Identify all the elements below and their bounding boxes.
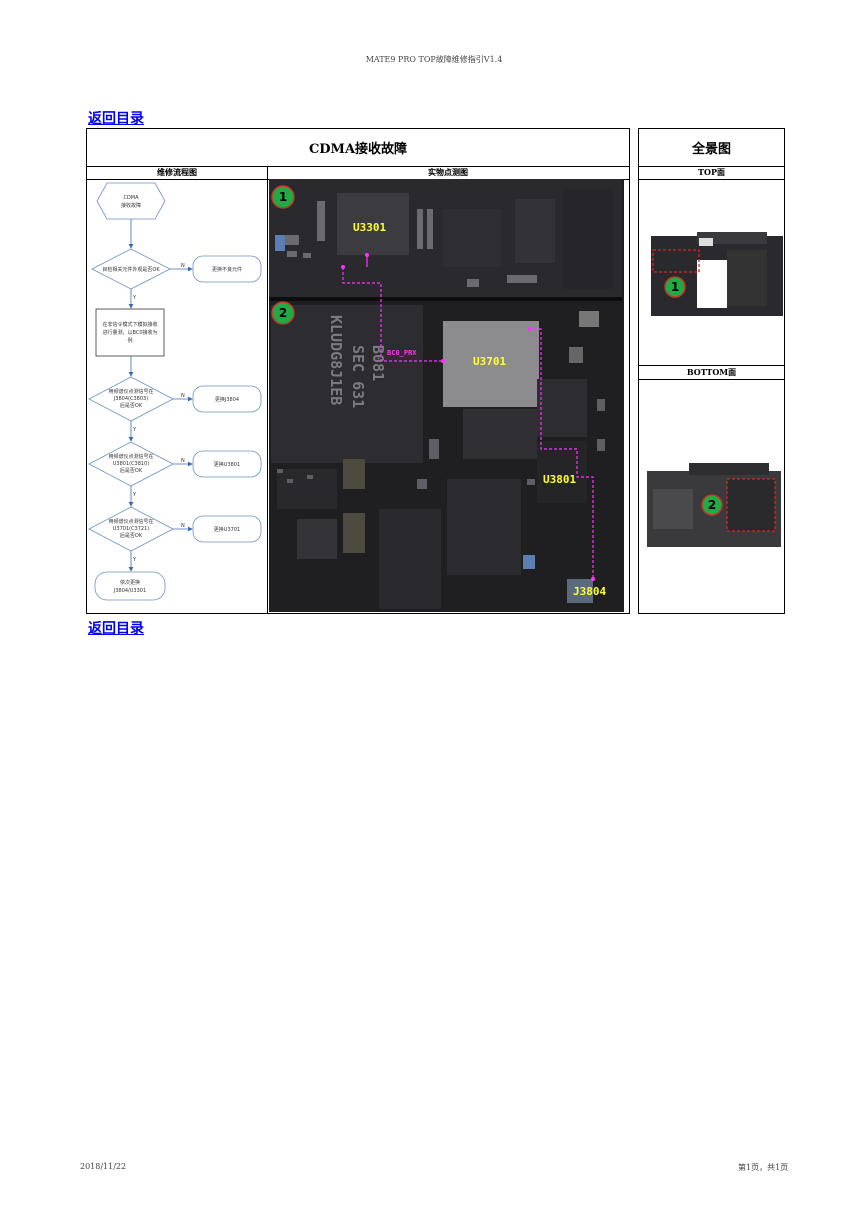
photo-marker-1-icon — [271, 185, 295, 209]
flow-yes-label-5: Y — [132, 557, 137, 563]
photo-header: 实物点测图 — [267, 166, 629, 180]
flow-end-node — [94, 571, 166, 601]
overview-title: 全景图 — [639, 129, 784, 167]
chip-label-u3301: U3301 — [353, 221, 386, 234]
board-photo-cell: KLUDG8J1EB SEC 631 B081 BC0_PRX U3301 U3… — [267, 179, 629, 613]
flowchart-header: 维修流程图 — [87, 166, 268, 180]
footer-date: 2018/11/22 — [80, 1162, 127, 1171]
flow-start-text-1: CDMA — [123, 195, 139, 201]
flow-action-5 — [192, 515, 262, 543]
repair-flowchart: N Y N Y N Y N Y CDMA 接收故障 目检相关元件外观是否OK 更… — [88, 182, 262, 601]
flow-action-1-text: 更换不良元件 — [212, 266, 242, 273]
chip-label-u3701: U3701 — [473, 355, 506, 368]
back-to-contents-link-top[interactable]: 返回目录 — [88, 111, 144, 127]
board-photo: KLUDG8J1EB SEC 631 B081 BC0_PRX U3301 U3… — [269, 179, 624, 612]
flow-process-2-text-1: 在非信令模式下模拟接收 — [102, 321, 157, 328]
photo-marker-1-text: 1 — [279, 190, 287, 204]
chip-label-j3804: J3804 — [573, 585, 606, 598]
photo-marker-2-text: 2 — [279, 306, 287, 320]
flow-decision-1-text: 目检相关元件外观是否OK — [102, 266, 160, 273]
flowchart-cell: N Y N Y N Y N Y CDMA 接收故障 目检相关元件外观是否OK 更… — [87, 179, 268, 613]
document-header: MATE9 PRO TOP故障维修指引V1.4 — [365, 55, 503, 64]
flow-decision-3-text-2: J3804(C3803) — [113, 396, 148, 402]
flow-action-4-text: 更换U3801 — [214, 461, 240, 468]
chip-label-u3801: U3801 — [543, 473, 576, 486]
flow-start-text-2: 接收故障 — [121, 202, 141, 209]
flow-action-5-text: 更换U3701 — [214, 526, 240, 533]
overview-table: 全景图 TOP面 1 BOTTOM面 2 — [638, 128, 785, 614]
flow-yes-label-3: Y — [132, 427, 137, 433]
repair-guide-table: CDMA接收故障 维修流程图 实物点测图 — [86, 128, 630, 614]
flow-no-label-5: N — [181, 523, 185, 529]
flow-end-text-2: J3804/U3301 — [113, 588, 146, 594]
top-marker-text: 1 — [671, 280, 679, 294]
back-to-contents-link-bottom[interactable]: 返回目录 — [88, 621, 144, 637]
flow-no-label-1: N — [181, 263, 185, 269]
photo-marker-2-icon — [271, 301, 295, 325]
footer-page-number: 第1页，共1页 — [738, 1163, 789, 1172]
bottom-side-header: BOTTOM面 — [639, 365, 784, 380]
bottom-marker-text: 2 — [708, 498, 716, 512]
top-side-board-image: 1 — [651, 232, 783, 316]
flow-yes-label-4: Y — [132, 492, 137, 498]
flow-process-2-text-3: 例 — [127, 337, 132, 344]
flow-decision-5-text-3: 后是否OK — [120, 532, 143, 539]
flow-no-label-3: N — [181, 393, 185, 399]
flow-end-text-1: 依次更换 — [120, 579, 140, 586]
flow-action-3 — [192, 385, 262, 413]
top-side-header: TOP面 — [639, 166, 784, 180]
flow-decision-5-text-1: 用频谱仪点测信号在 — [108, 518, 153, 525]
bottom-marker-icon — [701, 494, 723, 516]
top-marker-icon — [664, 276, 686, 298]
flow-start-node — [96, 182, 166, 220]
fault-title: CDMA接收故障 — [87, 129, 629, 167]
ic-text-1: KLUDG8J1EB — [327, 315, 345, 405]
flow-action-1 — [192, 255, 262, 283]
flow-no-label-4: N — [181, 458, 185, 464]
flow-process-2 — [95, 308, 165, 357]
flow-decision-4-text-3: 后是否OK — [120, 467, 143, 474]
flow-action-3-text: 更换J3804 — [215, 396, 239, 403]
flow-yes-label-1: Y — [132, 295, 137, 301]
bottom-side-board-image: 2 — [647, 463, 781, 547]
ic-text-2: SEC 631 — [349, 345, 367, 408]
flow-decision-5-text-2: U3701(C3721) — [113, 526, 150, 532]
ic-text-3: B081 — [369, 345, 387, 381]
signal-label-bc0-prx: BC0_PRX — [387, 349, 417, 357]
flow-decision-4-text-2: U3801(C3810) — [113, 461, 150, 467]
flow-process-2-text-2: 进行量测，以BC0接收为 — [102, 329, 157, 336]
flow-decision-3-text-3: 后是否OK — [120, 402, 143, 409]
flow-decision-3-text-1: 用频谱仪点测信号在 — [108, 388, 153, 395]
flow-action-4 — [192, 450, 262, 478]
flow-decision-4-text-1: 用频谱仪点测信号在 — [108, 453, 153, 460]
